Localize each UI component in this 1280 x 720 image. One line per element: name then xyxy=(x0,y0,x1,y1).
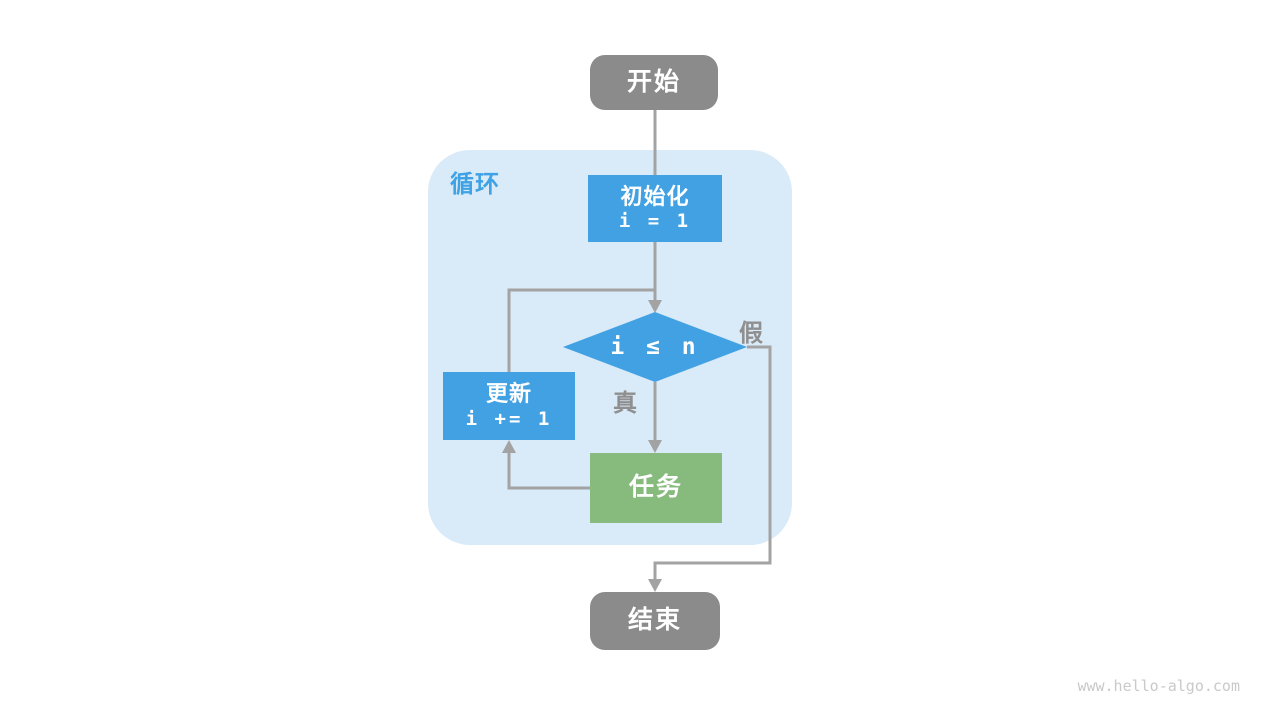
loop-label: 循环 xyxy=(450,171,500,198)
arrowhead-into-task xyxy=(648,440,662,453)
node-init-title: 初始化 xyxy=(620,183,690,209)
node-update-code: i += 1 xyxy=(465,407,553,430)
node-task: 任务 xyxy=(590,453,722,523)
node-init-code: i = 1 xyxy=(618,210,692,233)
condition-diamond-shape xyxy=(563,312,747,382)
edge-task-update xyxy=(507,453,590,490)
watermark: www.hello-algo.com xyxy=(1077,677,1240,695)
arrowhead-into-end xyxy=(648,579,662,592)
node-end-label: 结束 xyxy=(627,606,682,635)
node-condition-code: i ≤ n xyxy=(610,334,700,360)
node-end: 结束 xyxy=(590,592,720,650)
arrowhead-into-condition xyxy=(648,300,662,313)
edge-condition-end xyxy=(653,345,772,580)
node-start-label: 开始 xyxy=(626,67,681,96)
node-update-title: 更新 xyxy=(485,381,532,407)
node-condition: i ≤ n xyxy=(563,312,747,382)
node-init: 初始化 i = 1 xyxy=(588,175,722,242)
edge-label-true: 真 xyxy=(613,390,637,417)
edge-label-false: 假 xyxy=(739,320,763,347)
node-update: 更新 i += 1 xyxy=(443,372,575,440)
arrowhead-into-update xyxy=(502,440,516,453)
node-task-label: 任务 xyxy=(628,473,683,502)
edge-update-loopback xyxy=(507,288,655,372)
node-start: 开始 xyxy=(590,55,718,110)
